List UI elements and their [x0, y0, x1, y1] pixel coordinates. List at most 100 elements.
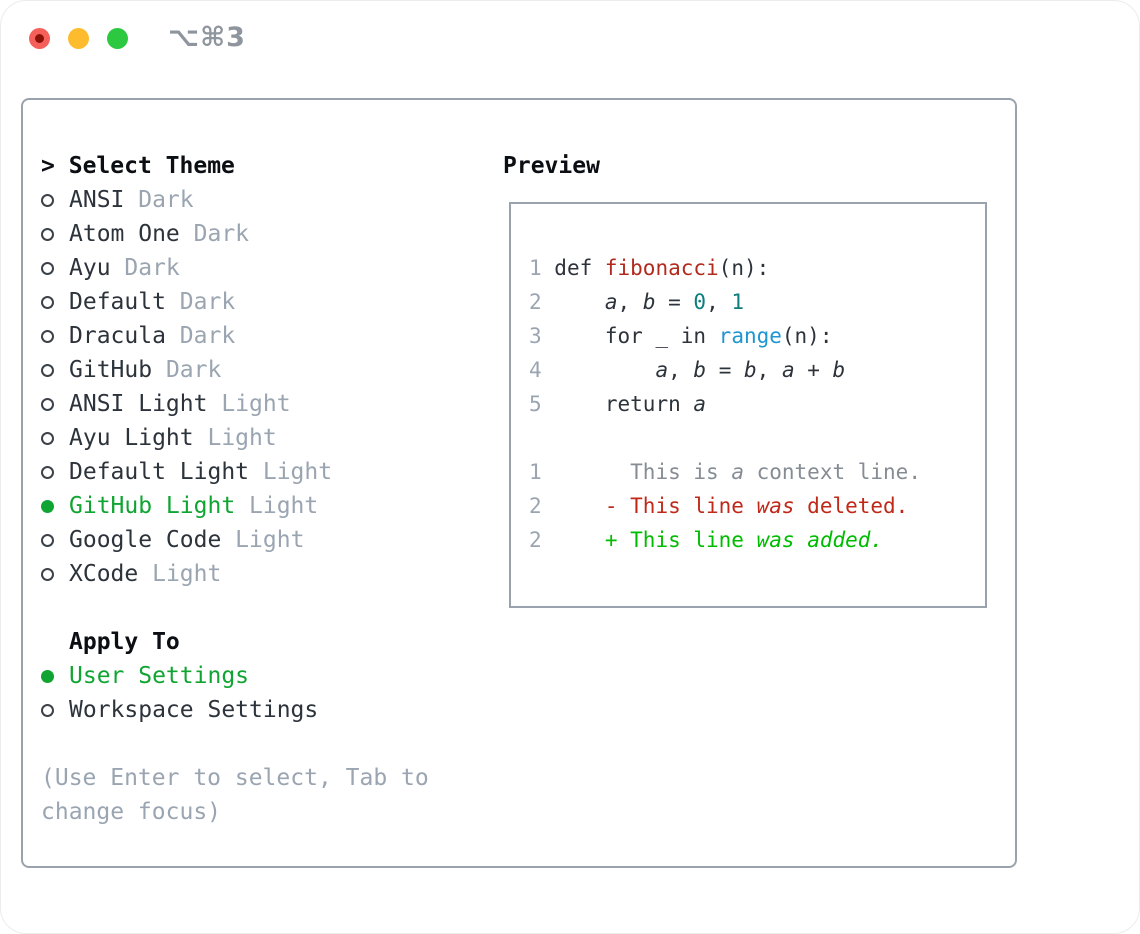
code-token: This is — [554, 460, 732, 484]
code-token: fibonacci — [604, 256, 719, 280]
code-token: (n): — [781, 324, 833, 348]
radio-icon — [41, 261, 69, 275]
theme-variant: Dark — [165, 289, 236, 315]
zoom-button[interactable] — [107, 28, 128, 49]
select-theme-header: > Select Theme — [41, 149, 429, 183]
radio-icon — [41, 329, 69, 343]
code-token: a — [693, 392, 707, 416]
radio-dot — [41, 533, 54, 547]
theme-variant: Light — [221, 527, 305, 553]
theme-option[interactable]: Atom One Dark — [41, 217, 429, 251]
theme-variant: Light — [138, 561, 222, 587]
theme-variant: Light — [193, 425, 277, 451]
code-line: 2 + This line was added. — [529, 523, 921, 557]
radio-dot — [41, 261, 54, 275]
close-button[interactable] — [29, 28, 50, 49]
line-number: 5 — [529, 392, 555, 416]
line-number: 3 — [529, 324, 555, 348]
radio-dot — [41, 363, 54, 377]
code-token: a — [781, 358, 795, 382]
theme-variant: Dark — [124, 187, 194, 213]
theme-name: GitHub Light — [69, 493, 236, 519]
theme-option[interactable]: Ayu Dark — [41, 251, 429, 285]
radio-dot — [41, 193, 54, 207]
theme-name: Google Code — [69, 527, 222, 553]
theme-option[interactable]: Default Dark — [41, 285, 429, 319]
theme-name: Dracula — [69, 323, 166, 349]
apply-to-option[interactable]: Workspace Settings — [41, 693, 429, 727]
theme-variant: Dark — [165, 323, 236, 349]
theme-variant: Dark — [152, 357, 222, 383]
radio-dot — [41, 227, 54, 241]
code-token: was — [756, 494, 795, 518]
code-token — [554, 528, 605, 552]
apply-to-label: User Settings — [69, 663, 250, 689]
radio-icon — [41, 295, 69, 309]
radio-dot — [41, 567, 54, 581]
code-line: 1 def fibonacci(n): — [529, 251, 921, 285]
code-token: added. — [807, 528, 884, 552]
code-token: a — [731, 460, 744, 484]
code-token: deleted. — [794, 494, 909, 518]
code-token — [554, 494, 605, 518]
radio-dot — [41, 397, 54, 411]
focus-caret-icon: > — [41, 153, 55, 179]
radio-icon — [41, 397, 69, 411]
line-number: 2 — [529, 290, 555, 314]
preview-title: Preview — [503, 153, 600, 179]
theme-option[interactable]: GitHub Dark — [41, 353, 429, 387]
theme-variant: Light — [235, 493, 319, 519]
theme-option[interactable]: XCode Light — [41, 557, 429, 591]
code-line: 5 return a — [529, 387, 921, 421]
theme-option[interactable]: Default Light Light — [41, 455, 429, 489]
code-token: context line. — [743, 460, 921, 484]
radio-icon — [41, 533, 69, 547]
code-token: (n): — [718, 256, 770, 280]
code-token: was — [756, 528, 795, 552]
theme-name: XCode — [69, 561, 139, 587]
window-title: ⌥⌘3 — [168, 22, 246, 53]
code-line: 3 for _ in range(n): — [529, 319, 921, 353]
theme-option[interactable]: ANSI Dark — [41, 183, 429, 217]
radio-dot — [41, 329, 54, 343]
code-token: def — [554, 256, 605, 280]
apply-to-option[interactable]: User Settings — [41, 659, 429, 693]
hint-line: (Use Enter to select, Tab to — [41, 765, 429, 791]
radio-dot — [41, 499, 54, 513]
radio-dot — [41, 295, 54, 309]
code-token: , — [617, 290, 643, 314]
theme-option[interactable]: Google Code Light — [41, 523, 429, 557]
radio-dot — [41, 669, 54, 683]
theme-option[interactable]: Dracula Dark — [41, 319, 429, 353]
theme-option[interactable]: Ayu Light Light — [41, 421, 429, 455]
code-token: b — [832, 358, 846, 382]
code-token — [554, 290, 605, 314]
theme-option[interactable]: ANSI Light Light — [41, 387, 429, 421]
line-number: 1 — [529, 256, 555, 280]
code-token: , — [668, 358, 694, 382]
radio-selected-icon — [41, 499, 69, 513]
apply-to-header: Apply To — [41, 625, 429, 659]
theme-option[interactable]: GitHub Light Light — [41, 489, 429, 523]
spacer — [41, 591, 429, 625]
theme-name: Default Light — [69, 459, 250, 485]
minimize-button[interactable] — [68, 28, 89, 49]
code-line: 4 a, b = b, a + b — [529, 353, 921, 387]
code-token: = — [655, 290, 694, 314]
radio-icon — [41, 703, 69, 717]
code-token: range — [718, 324, 782, 348]
code-line: 1 This is a context line. — [529, 455, 921, 489]
radio-icon — [41, 193, 69, 207]
radio-icon — [41, 431, 69, 445]
spacer — [41, 727, 429, 761]
code-token: b — [744, 358, 757, 382]
code-token: , — [706, 290, 732, 314]
code-token: + — [794, 358, 833, 382]
code-token: return — [554, 392, 694, 416]
